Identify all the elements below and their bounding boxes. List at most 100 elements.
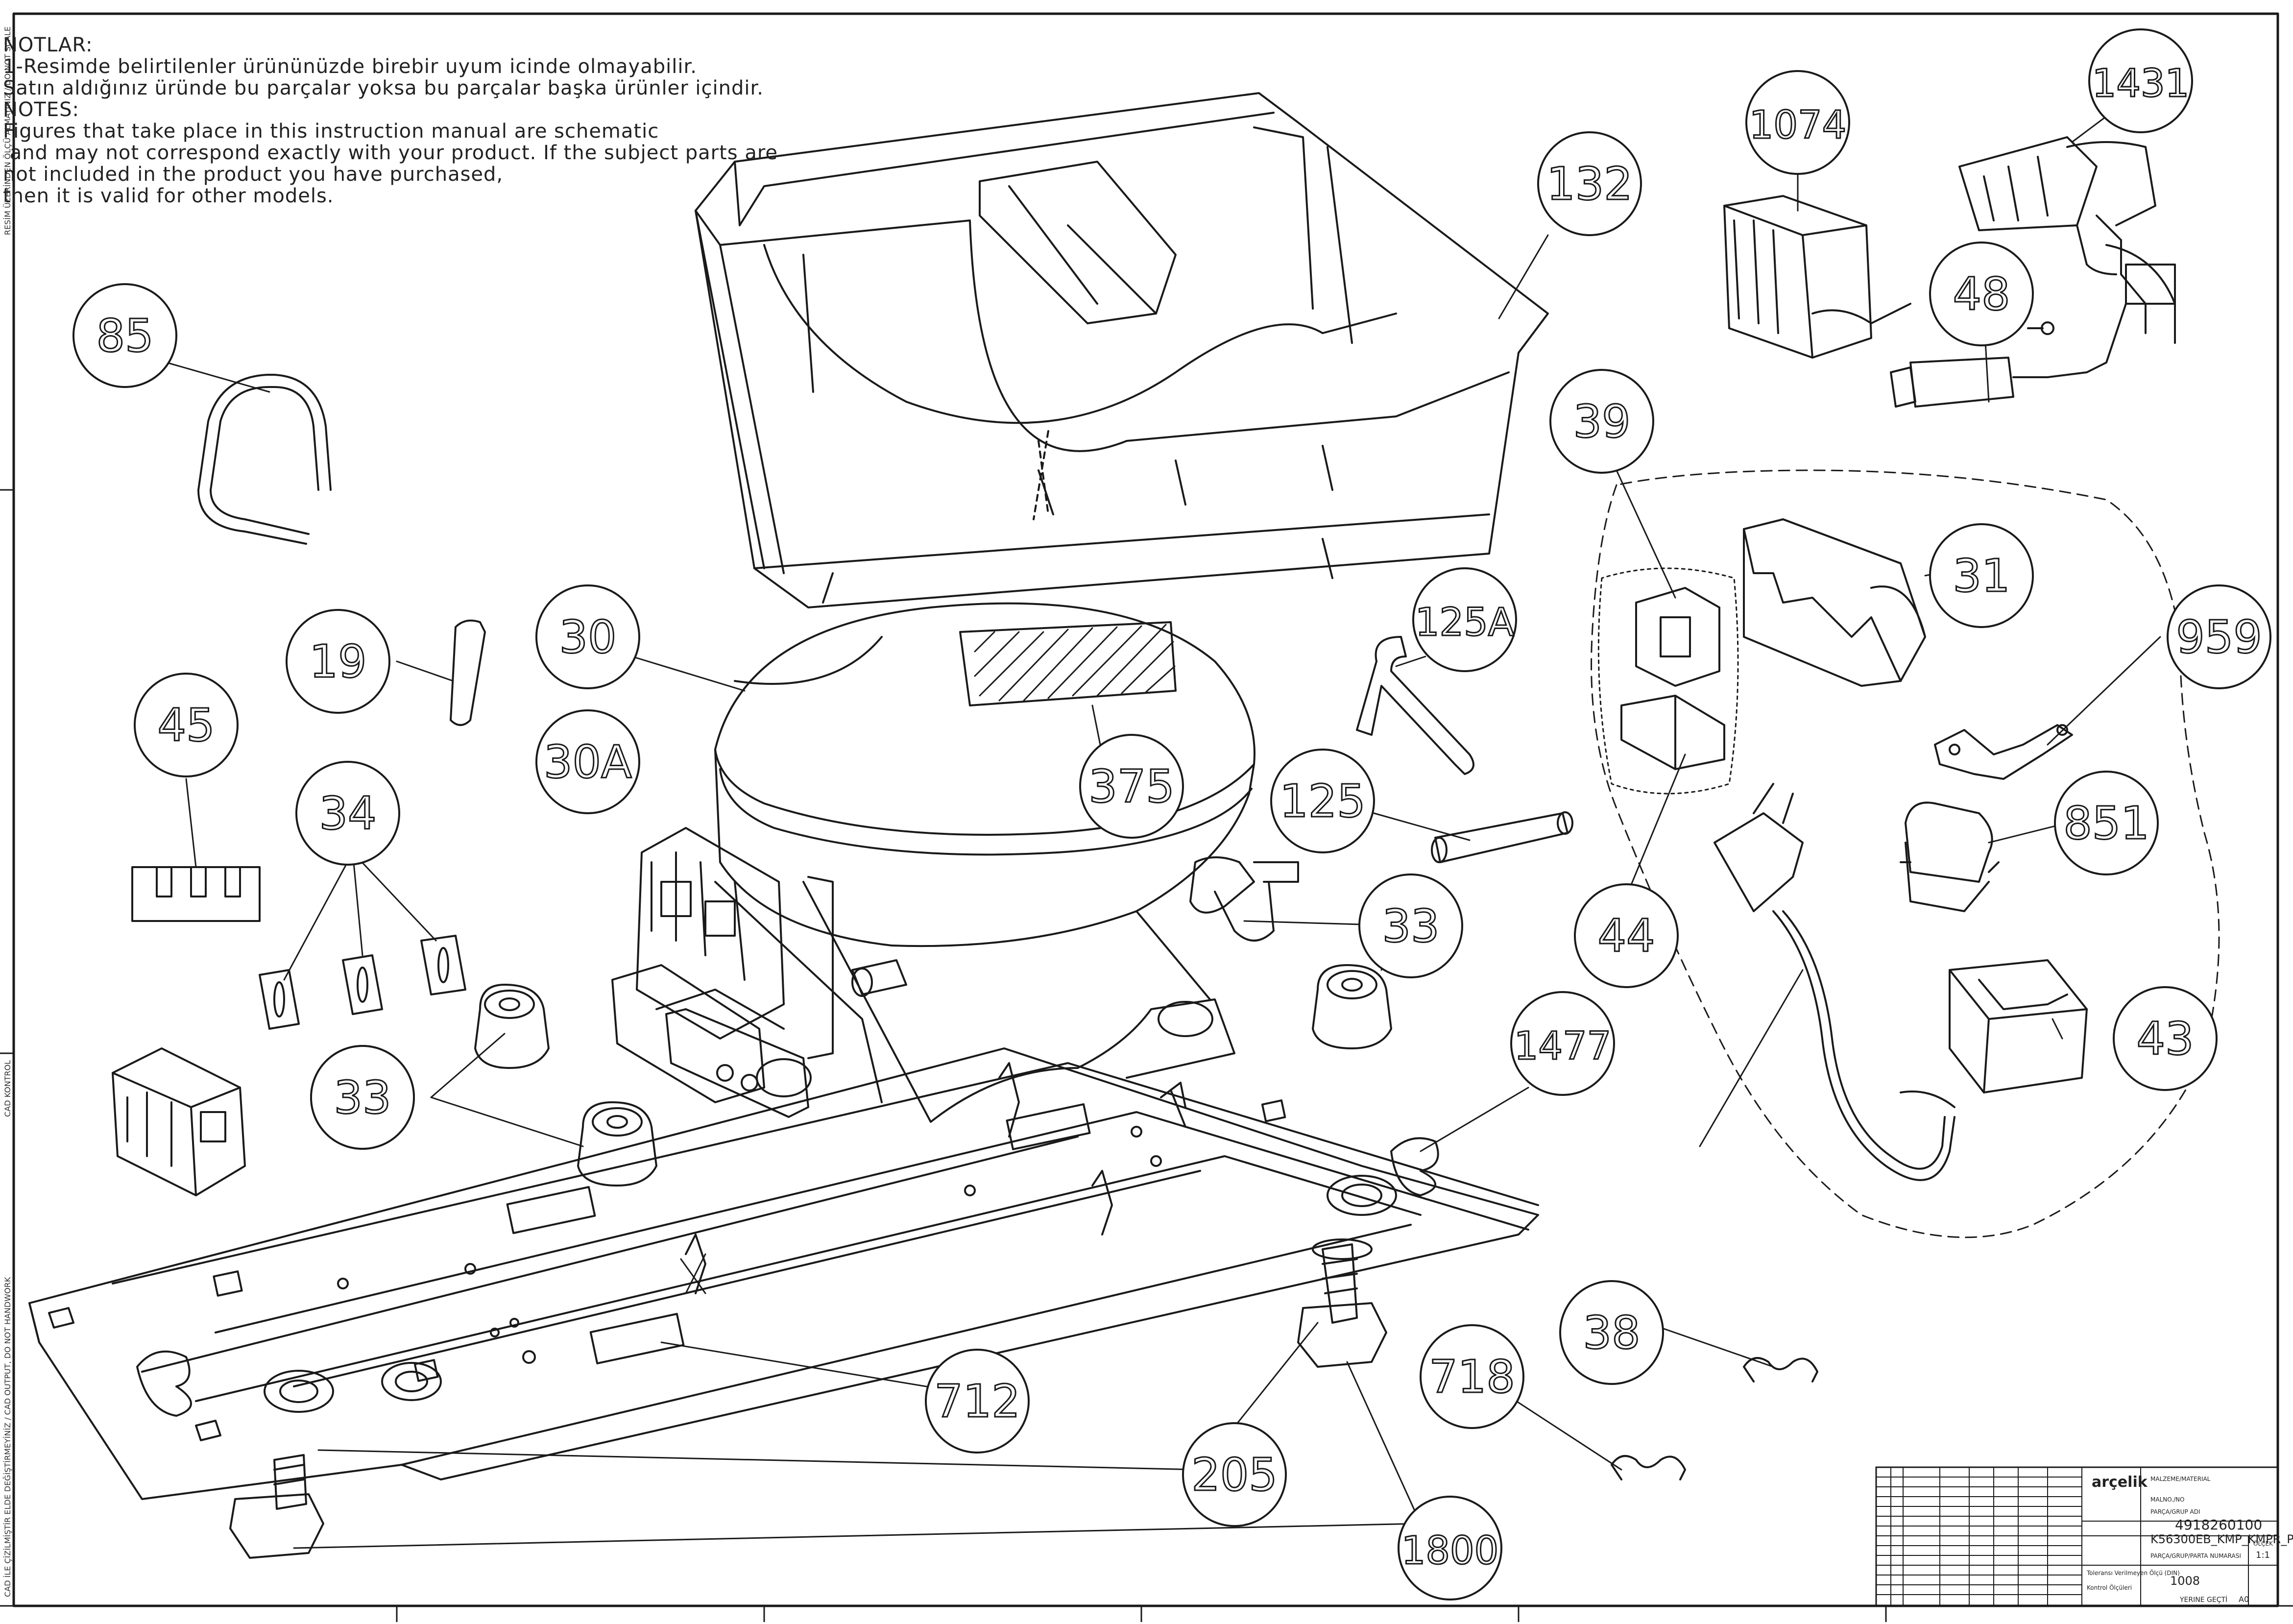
wire-clip-85: [210, 386, 319, 535]
thermal-protector-959: [1934, 724, 2073, 780]
title-block-part-name: K56300EB_KMP_KMPR_PK: [2150, 1532, 2293, 1546]
notes-tr-line2: Satın aldığınız üründe bu parçalar yoksa…: [3, 77, 764, 99]
relay-cover-31: [1743, 518, 1926, 687]
notes-en-line2: and may not correspond exactly with your…: [3, 142, 778, 164]
callout-circle-30A: [535, 709, 640, 814]
title-block-size-label: A0: [2239, 1595, 2249, 1604]
notes-block: NOTLAR: 1-Resimde belirtilenler ürününüz…: [3, 34, 845, 207]
title-block-drawing-label: PARÇA/GRUP/PARTA NUMARASI: [2150, 1552, 2241, 1559]
callout-label-85: 85: [96, 310, 153, 362]
side-text-cad-kontrol: CAD KONTROL: [3, 1060, 12, 1117]
relay-unit-1074: [1723, 195, 1911, 359]
callout-circle-38: [1559, 1280, 1664, 1385]
callout-circle-1800: [1398, 1496, 1502, 1600]
callout-label-959: 959: [2176, 611, 2262, 663]
title-block-material-label: MALZEME/MATERIAL: [2150, 1476, 2211, 1482]
title-block-tolerance-label: Toleransı Verilmeyen Ölçü (DIN): [2086, 1569, 2180, 1576]
callout-label-125A: 125A: [1415, 601, 1514, 645]
callout-circle-1431: [2088, 28, 2193, 133]
compressor-body: [611, 602, 1299, 1123]
rubber-grommet-33: [474, 964, 1392, 1187]
callout-label-375: 375: [1088, 760, 1175, 813]
callout-circle-43: [2113, 986, 2218, 1091]
callout-circle-125: [1270, 749, 1375, 853]
callout-label-19: 19: [309, 635, 366, 688]
callout-circle-45: [134, 673, 239, 777]
pipe-125A: [1356, 636, 1474, 775]
callout-label-48: 48: [1953, 268, 2010, 320]
callout-label-44: 44: [1597, 910, 1655, 962]
plug-holder-39-44: [1597, 567, 1739, 795]
callout-label-30A: 30A: [544, 736, 632, 788]
washers-34: [259, 935, 466, 1030]
title-block-part-number: 4918260100: [2175, 1517, 2262, 1533]
callout-circle-712: [925, 1349, 1030, 1454]
callout-label-30: 30: [559, 611, 616, 663]
callout-label-1477: 1477: [1514, 1024, 1612, 1068]
relay-cover-1477: [1900, 959, 2088, 1108]
notes-en-line4: then it is valid for other models.: [3, 185, 334, 207]
title-block-scale-label: ÖLÇEK: [2253, 1539, 2273, 1547]
adjustable-foot: [229, 1238, 1387, 1559]
callout-label-31: 31: [1953, 550, 2010, 602]
callout-circle-48: [1929, 242, 2034, 346]
callout-label-132: 132: [1546, 158, 1633, 210]
starter-relay-43: [112, 1047, 246, 1196]
compressor-base-plate: [28, 1047, 1539, 1500]
group-boundary: [1591, 469, 2220, 1238]
callout-label-34: 34: [319, 787, 376, 840]
callout-circle-19: [286, 609, 390, 714]
callout-circle-30: [535, 584, 640, 689]
side-text-scale: RESİM ÜZERİNDEN ÖLÇÜ ALMAYINIZ / DO NOT …: [3, 26, 12, 235]
callout-circle-44: [1574, 883, 1679, 988]
clip-718: [1743, 1357, 1818, 1382]
callout-circle-125A: [1412, 567, 1517, 672]
callout-label-851: 851: [2063, 797, 2149, 849]
callout-circle-85: [72, 283, 177, 388]
notes-tr-line1: 1-Resimde belirtilenler ürününüzde bireb…: [3, 55, 697, 78]
title-block-scale-value: 1:1: [2256, 1550, 2270, 1560]
pin-19: [450, 619, 486, 726]
callout-circle-34: [295, 761, 400, 866]
callout-label-45: 45: [157, 699, 215, 751]
callout-label-1431: 1431: [2092, 62, 2190, 106]
callout-label-33: 33: [1382, 900, 1439, 952]
wire-harness-1431: [1958, 136, 2176, 344]
callout-circle-718: [1420, 1324, 1524, 1429]
clip-712: [1611, 1455, 1686, 1480]
title-block-malno-label: MALNO./NO: [2150, 1496, 2184, 1503]
callout-label-205: 205: [1191, 1449, 1278, 1501]
callout-circle-1477: [1510, 991, 1615, 1096]
overload-protector-851: [1900, 801, 2000, 912]
callout-circle-39: [1549, 369, 1654, 474]
leader-lines: [166, 112, 2161, 1549]
callout-label-39: 39: [1573, 395, 1630, 448]
title-block-part-group-label: PARÇA/GRUP ADI: [2150, 1508, 2200, 1515]
callout-circle-33: [1358, 873, 1463, 978]
callout-circle-205: [1182, 1422, 1287, 1527]
callout-circle-959: [2167, 584, 2271, 689]
compressor-cover-case: [695, 92, 1549, 608]
callout-label-1074: 1074: [1749, 103, 1847, 147]
pipe-125: [1434, 812, 1569, 863]
notes-en-line1: Figures that take place in this instruct…: [3, 120, 659, 143]
notes-en-line3: not included in the product you have pur…: [3, 163, 504, 186]
power-cord-38: [1714, 783, 1955, 1181]
title-block-footer: YERINE GEÇTİ: [2179, 1595, 2227, 1604]
callout-circle-132: [1537, 131, 1642, 236]
title-block-control-label: Kontrol Ölçüleri: [2087, 1583, 2132, 1591]
side-text-cad-output: CAD İLE ÇİZİLMİŞTİR ELDE DEĞİŞTİRMEYİNİZ…: [3, 1277, 12, 1597]
notes-en-heading: NOTES:: [3, 98, 79, 121]
callout-label-712: 712: [934, 1375, 1020, 1428]
callout-circle-851: [2054, 771, 2159, 875]
title-block-frame: [1875, 1466, 2279, 1607]
callout-label-718: 718: [1429, 1351, 1515, 1403]
callout-circle-31: [1929, 523, 2034, 628]
title-block-brand: arçelik: [2092, 1474, 2148, 1491]
notes-tr-heading: NOTLAR:: [3, 34, 93, 56]
callout-label-33: 33: [334, 1071, 391, 1124]
